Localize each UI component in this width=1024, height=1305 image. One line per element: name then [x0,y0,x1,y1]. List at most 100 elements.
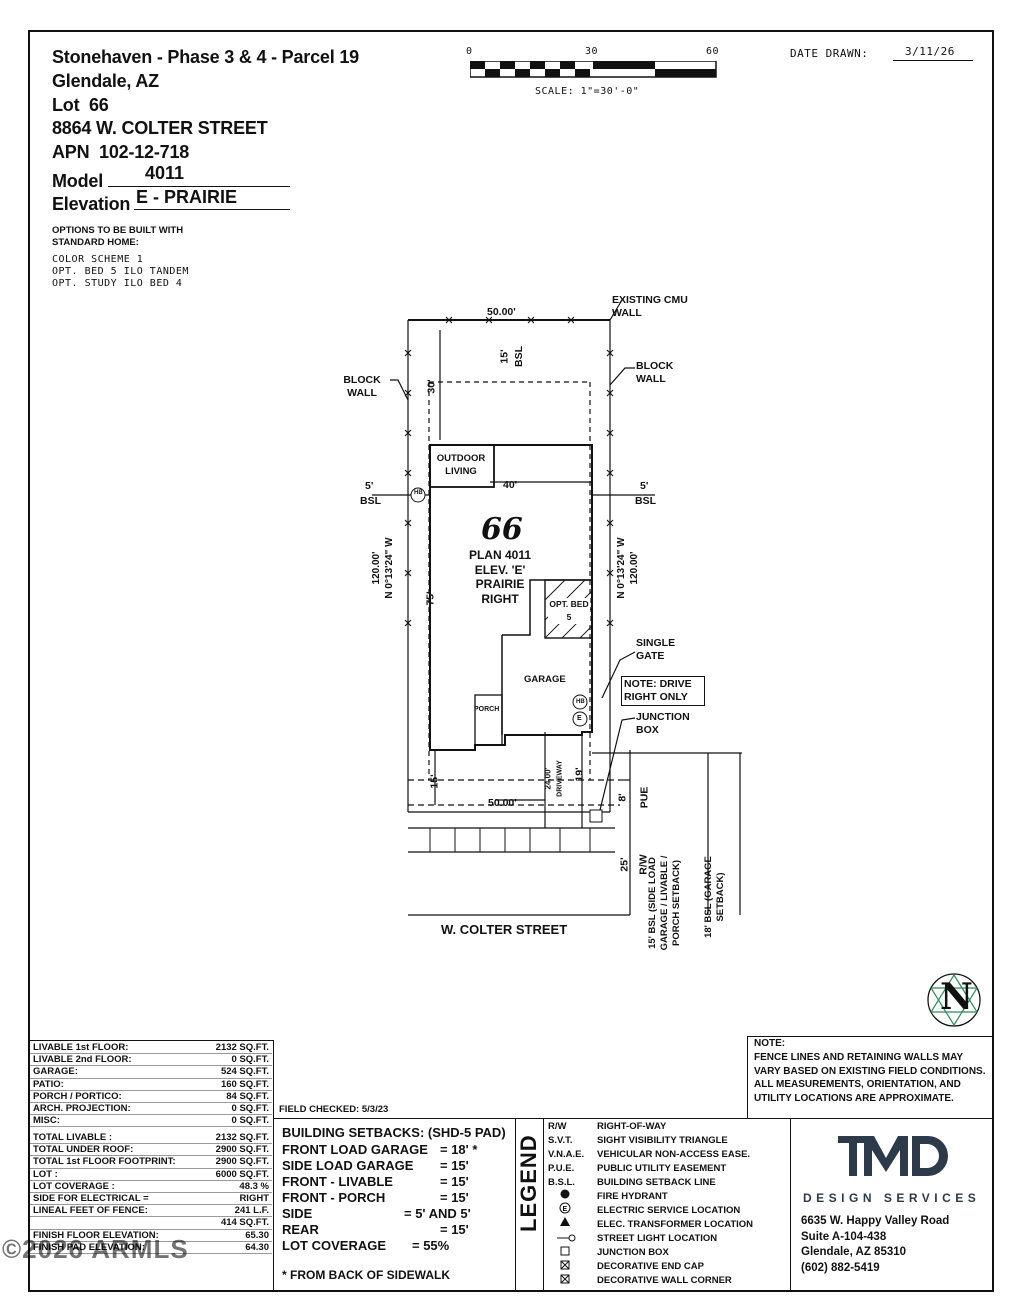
legend-item: V.N.A.E.VEHICULAR NON-ACCESS EASE. [548,1148,750,1161]
area-row-value: 0 SQ.FT. [184,1053,272,1067]
legend-item: S.V.T. SIGHT VISIBILITY TRIANGLE [548,1134,728,1147]
svg-text:E: E [563,1206,568,1213]
area-row-label: FINISH FLOOR ELEVATION: [30,1229,203,1242]
legend-desc: PUBLIC UTILITY EASEMENT [597,1163,727,1174]
area-row: 414 SQ.FT. [30,1216,272,1230]
street-light-icon [557,1234,576,1242]
legend-key: B.S.L. [548,1177,575,1188]
company-address-1: 6635 W. Happy Valley Road [801,1215,950,1227]
setback-value: = 18' * [440,1142,478,1157]
area-row-label: FINISH PAD ELEVATION: [30,1241,203,1254]
area-row: TOTAL 1st FLOOR FOOTPRINT:2900 SQ.FT. [30,1155,272,1169]
legend-item: DECORATIVE WALL CORNER [548,1274,732,1287]
title-block-top [273,1118,994,1119]
legend-desc: STREET LIGHT LOCATION [597,1233,718,1244]
scale-tick-60: 60 [706,46,720,57]
bsl-side-load: 15' BSL (SIDE LOAD GARAGE / LIVABLE / PO… [647,855,682,951]
area-row-label: PORCH / PORTICO: [30,1090,185,1103]
area-row-label: PATIO: [30,1078,185,1091]
legend-desc: FIRE HYDRANT [597,1191,668,1202]
area-row: ARCH. PROJECTION:0 SQ.FT. [30,1102,272,1116]
junction-box-label: JUNCTION BOX [636,711,690,736]
drive-note: NOTE: DRIVE RIGHT ONLY [621,676,705,706]
electric-service-symbol: E [577,715,582,722]
area-row-value: 84 SQ.FT. [184,1090,272,1103]
plan-text-2: ELEV. 'E' [474,562,526,577]
option-3: OPT. STUDY ILO BED 4 [52,278,183,289]
area-row-value: 2132 SQ.FT. [202,1132,272,1145]
legend-item: FIRE HYDRANT [548,1190,668,1203]
right-bearing: N 0°13'24" W 120.00' [615,518,641,618]
setbacks-footnote: * FROM BACK OF SIDEWALK [282,1268,450,1282]
note-body: FENCE LINES AND RETAINING WALLS MAY VARY… [754,1052,986,1104]
area-row-value: 2900 SQ.FT. [202,1143,272,1157]
setback-label: SIDE [282,1206,313,1221]
options-heading: OPTIONS TO BE BUILT WITH STANDARD HOME: [52,225,184,248]
area-row: PATIO:160 SQ.FT. [30,1078,272,1091]
front-setback: 15' [428,774,441,789]
elevation-value: E - PRAIRIE [136,187,238,207]
company-divider [790,1118,791,1292]
area-table-right [273,1040,274,1292]
plan-text-3: PRAIRIE [475,577,525,591]
single-gate-label: SINGLE GATE [636,637,676,662]
house-width: 40' [503,479,518,491]
legend-key: S.V.T. [548,1135,573,1146]
existing-wall-label: EXISTING CMU WALL [612,294,688,319]
plan-text-1: PLAN 4011 [468,548,532,562]
house-depth: 75' [424,591,437,606]
area-row-value: 6000 SQ.FT. [202,1168,272,1181]
setback-value: = 15' [440,1222,469,1237]
note-box [747,1036,993,1119]
side-bsl-right-tag: BSL [635,495,656,507]
company-phone: (602) 882-5419 [801,1261,880,1274]
area-row: FINISH PAD ELEVATION:64.30 [30,1241,272,1254]
project-name: Stonehaven - Phase 3 & 4 - Parcel 19 [52,47,359,67]
bsl-garage: 18' BSL (GARAGE SETBACK) [703,856,726,938]
area-row-label: TOTAL LIVABLE : [30,1132,203,1145]
model-value: 4011 [145,163,185,183]
field-checked: FIELD CHECKED: 5/3/23 [279,1104,389,1115]
area-row-label: TOTAL UNDER ROOF: [30,1143,203,1157]
garage-label: GARAGE [524,674,566,685]
area-row: GARAGE:524 SQ.FT. [30,1065,272,1079]
area-row: LINEAL FEET OF FENCE:241 L.F. [30,1204,272,1218]
setback-value: = 5' AND 5' [404,1206,471,1221]
model-label: Model [52,171,103,191]
legend-item: JUNCTION BOX [548,1246,669,1259]
lot-label: Lot [52,95,80,115]
scale-bar [470,61,717,78]
area-row-label: MISC: [30,1114,185,1128]
watermark: ©2026 ARMLS [2,1234,189,1264]
area-row: LOT COVERAGE :48.3 % [30,1180,272,1193]
model-underline [108,164,290,187]
rw-dim: 25' [618,857,631,872]
area-row: LOT :6000 SQ.FT. [30,1168,272,1181]
company-address-2: Suite A-104-438 [801,1230,887,1243]
legend-desc: SIGHT VISIBILITY TRIANGLE [597,1135,728,1146]
area-row: TOTAL UNDER ROOF:2900 SQ.FT. [30,1143,272,1157]
area-row: SIDE FOR ELECTRICAL =RIGHT [30,1192,272,1206]
legend-key: R/W [548,1121,567,1132]
driveway-label: DRIVEWAY [556,760,564,797]
garage-setback-dim: 19' [573,767,586,782]
right-length: 120.00' [629,551,640,585]
setback-divider [515,1118,516,1292]
left-bearing: 120.00' N 0°13'24" W [370,518,396,618]
rear-bsl-dim: 15' [498,349,511,364]
setback-value: = 55% [412,1238,450,1253]
scale-label: SCALE: 1"=30'-0" [535,86,640,97]
company-address-3: Glendale, AZ 85310 [801,1246,907,1258]
apn-label: APN [52,142,90,162]
pue-dim: 8' [616,793,629,802]
rear-dim: 30' [425,379,438,394]
legend-key: V.N.A.E. [548,1149,585,1160]
area-row-value: 524 SQ.FT. [184,1065,272,1079]
setback-value: = 15' [440,1158,469,1173]
area-row-label: LIVABLE 1st FLOOR: [30,1042,185,1055]
legend-item: DECORATIVE END CAP [548,1260,704,1273]
setback-label: FRONT - PORCH [282,1190,386,1205]
lot-width-top: 50.00' [487,306,516,318]
area-row-value: 241 L.F. [202,1204,272,1218]
area-row-value: RIGHT [202,1192,272,1206]
